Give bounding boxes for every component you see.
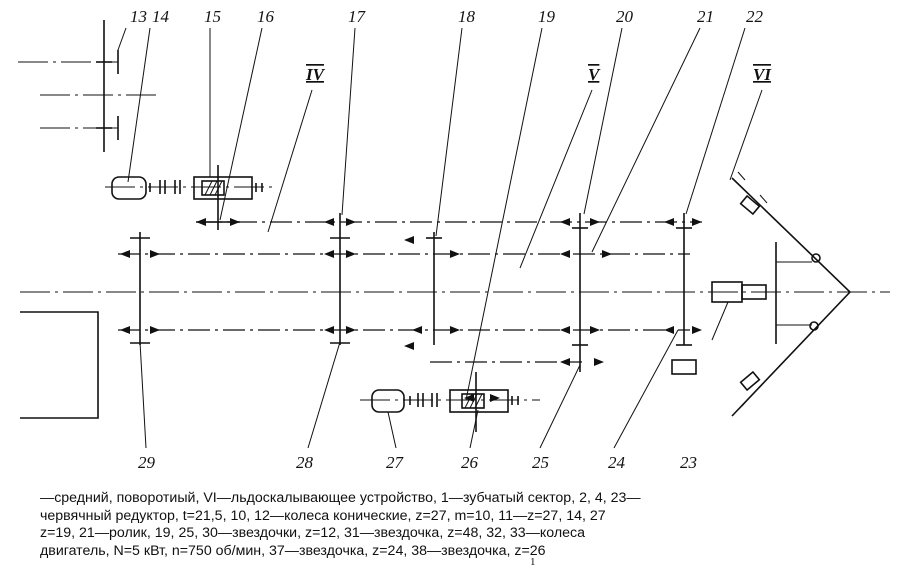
lower-drive — [360, 372, 540, 432]
callout-22: 22 — [746, 7, 764, 26]
caption-line: двигатель, N=5 кВт, n=750 об/мин, 37—зве… — [40, 542, 546, 559]
callout-15: 15 — [204, 7, 221, 26]
callout-26: 26 — [461, 453, 479, 472]
caption-line: —средний, поворотиый, VI—льдоскалывающее… — [40, 490, 641, 506]
callout-16: 16 — [257, 7, 275, 26]
shaft-label-v: V — [588, 65, 601, 84]
callout-20: 20 — [616, 7, 634, 26]
upper-drive — [105, 165, 275, 230]
sprocket-shafts — [130, 213, 697, 375]
callout-13: 13 — [130, 7, 147, 26]
callout-17: 17 — [348, 7, 367, 26]
top-left-gear-block — [18, 20, 160, 152]
callout-28: 28 — [296, 453, 314, 472]
callout-18: 18 — [458, 7, 476, 26]
direction-arrows — [120, 218, 702, 402]
callout-23: 23 — [680, 453, 697, 472]
callout-24: 24 — [608, 453, 626, 472]
leader-lines — [117, 27, 763, 449]
left-frame — [20, 311, 99, 419]
kinematic-diagram: 13 14 15 16 17 18 19 20 21 22 IV V VI 29… — [18, 7, 890, 472]
callout-27: 27 — [386, 453, 405, 472]
caption-tail-mark: 1 — [530, 556, 536, 568]
figure-caption: —средний, поворотиый, VI—льдоскалывающее… — [40, 490, 890, 568]
callout-19: 19 — [538, 7, 556, 26]
shafts — [20, 221, 890, 363]
callout-25: 25 — [532, 453, 549, 472]
ice-breaking-device — [711, 171, 852, 417]
callout-29: 29 — [138, 453, 156, 472]
shaft-label-vi: VI — [753, 65, 772, 84]
callout-21: 21 — [697, 7, 714, 26]
caption-line: червячный редуктор, t=21,5, 10, 12—колес… — [40, 507, 606, 524]
caption-line: z=19, 21—ролик, 19, 25, 30—звездочки, z=… — [40, 525, 585, 542]
callouts: 13 14 15 16 17 18 19 20 21 22 IV V VI 29… — [130, 7, 772, 472]
shaft-label-iv: IV — [305, 65, 326, 84]
callout-14: 14 — [152, 7, 170, 26]
